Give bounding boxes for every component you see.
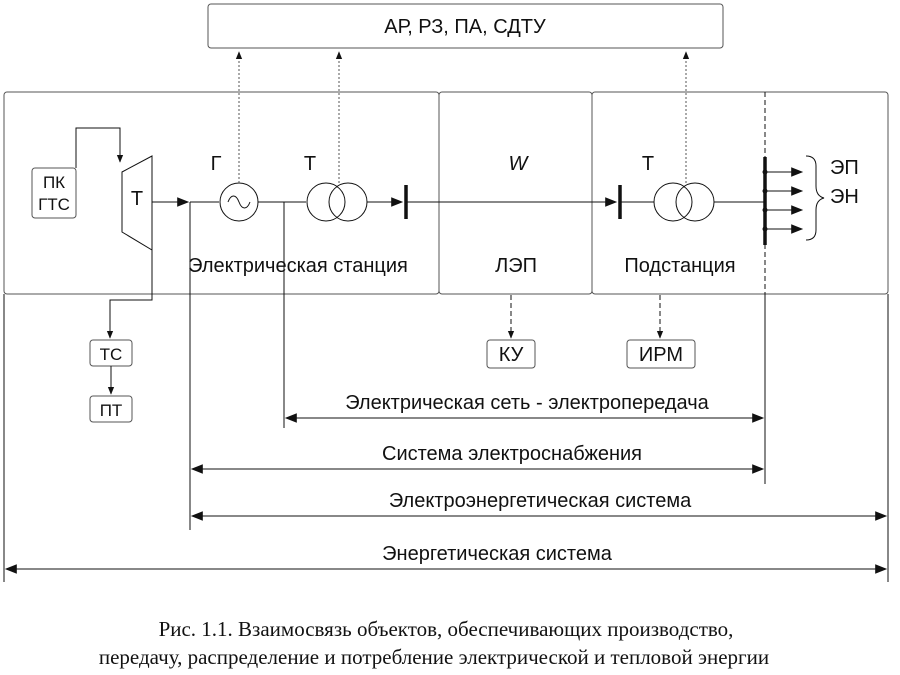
station-label: Электрическая станция bbox=[188, 255, 408, 277]
turbine-label: Т bbox=[131, 188, 143, 210]
ku-label: КУ bbox=[499, 344, 524, 366]
substation-transformer-label: Т bbox=[642, 153, 654, 175]
network-span-label: Электрическая сеть - электропередача bbox=[345, 392, 709, 414]
substation-label: Подстанция bbox=[624, 255, 735, 277]
power-system-span-label: Электроэнергетическая система bbox=[389, 490, 692, 512]
substation-transformer-primary-icon bbox=[653, 182, 693, 222]
station-transformer-label: Т bbox=[304, 153, 316, 175]
generator-label: Г bbox=[211, 153, 222, 175]
irm-box bbox=[626, 339, 696, 369]
station-transformer-primary-icon bbox=[306, 182, 346, 222]
generator-sine-icon bbox=[227, 195, 251, 209]
turbine-to-ts-line bbox=[106, 250, 153, 339]
energy-system-span-label: Энергетическая система bbox=[382, 543, 613, 565]
caption-line-1: Рис. 1.1. Взаимосвязь объектов, обеспечи… bbox=[159, 617, 734, 641]
control-systems-label: АР, РЗ, ПА, СДТУ bbox=[384, 16, 546, 38]
ku-box bbox=[486, 339, 536, 369]
pk-gts-box bbox=[31, 167, 77, 219]
supply-span-label: Система электроснабжения bbox=[382, 443, 642, 465]
pt-label: ПТ bbox=[100, 401, 123, 420]
ep-label: ЭП bbox=[830, 157, 859, 179]
line-symbol-label: W bbox=[509, 153, 530, 175]
consumers-brace bbox=[805, 155, 825, 241]
gts-label: ГТС bbox=[38, 195, 70, 214]
irm-label: ИРМ bbox=[639, 344, 683, 366]
consumer-feeders bbox=[762, 167, 804, 234]
control-systems-box bbox=[207, 3, 724, 49]
pk-label: ПК bbox=[43, 173, 65, 192]
en-label: ЭН bbox=[830, 186, 859, 208]
ts-label: ТС bbox=[100, 345, 123, 364]
caption-line-2: передачу, распределение и потребление эл… bbox=[99, 645, 769, 669]
steam-supply-line bbox=[75, 127, 124, 168]
pt-box bbox=[89, 395, 133, 423]
line-label: ЛЭП bbox=[495, 255, 537, 277]
substation-box bbox=[591, 91, 889, 295]
